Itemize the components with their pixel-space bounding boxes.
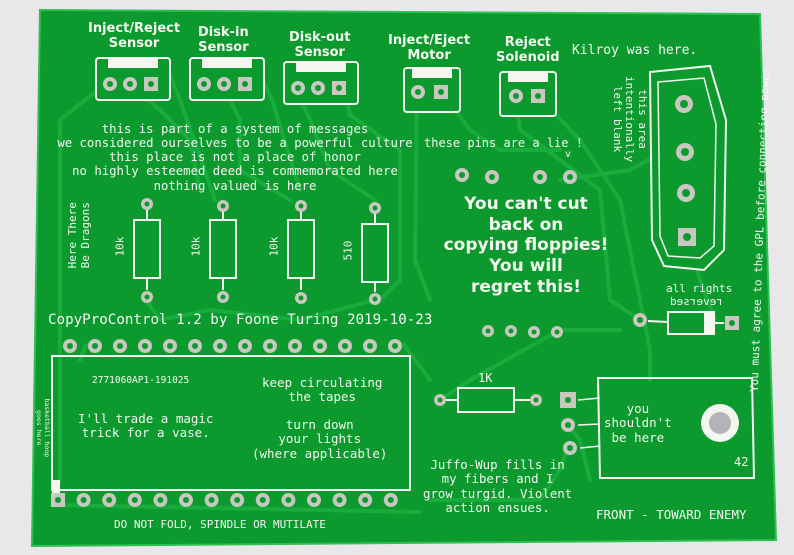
label-area-blank: this area intentionally left blank — [610, 76, 649, 163]
connector-inject-reject — [95, 57, 171, 101]
label-dragons: Here There Be Dragons — [65, 202, 92, 269]
label-kilroy: Kilroy was here. — [572, 43, 698, 58]
pad-hole — [242, 343, 248, 349]
pad-hole — [55, 497, 61, 503]
pad-hole — [362, 497, 369, 503]
power-connector — [648, 64, 728, 272]
label-lights: turn down your lights (where applicable) — [252, 417, 388, 461]
restricted-box — [596, 377, 756, 479]
label-res-2: 10k — [189, 236, 203, 257]
pad-hole — [183, 497, 189, 503]
pad-hole — [80, 497, 87, 503]
label-inject-reject-sensor: Inject/Reject Sensor — [88, 21, 181, 51]
label-disk-out-sensor: Disk-out Sensor — [289, 30, 351, 60]
label-shouldnt: you shouldn't be here — [604, 401, 672, 445]
resistor-1 — [133, 210, 161, 290]
pad-hole — [142, 343, 148, 349]
label-trade: I'll trade a magic trick for a vase. — [78, 411, 214, 441]
pad-hole — [106, 497, 113, 503]
ic-pins-top — [63, 339, 402, 353]
ic-pins-bottom — [51, 493, 398, 507]
pad-hole — [317, 343, 323, 349]
pad-hole — [311, 497, 317, 503]
pad-hole — [157, 497, 164, 503]
pad-hole — [117, 343, 123, 349]
board-title: CopyProControl 1.2 by Foone Turing 2019-… — [48, 312, 433, 328]
floppy-warning: You can't cut back on copying floppies! … — [443, 194, 609, 297]
connector-disk-in — [189, 57, 265, 101]
lie-pins — [455, 168, 577, 184]
pad-hole — [67, 343, 73, 349]
pad-hole — [392, 343, 398, 349]
resistor-pads — [141, 198, 381, 305]
pad-hole — [131, 497, 138, 503]
label-pins-lie: these pins are a lie ! — [424, 136, 583, 150]
label-juffo: Juffo-Wup fills in my fibers and I grow … — [423, 457, 573, 515]
label-res-4: 510 — [341, 240, 355, 261]
pad-hole — [208, 497, 215, 503]
label-1k: 1K — [478, 371, 493, 385]
part-number: 2771060AP1-191025 — [92, 375, 190, 386]
label-basketball: basketball hoop goes here — [35, 398, 51, 458]
connector-solenoid — [499, 71, 557, 117]
label-res-3: 10k — [267, 236, 281, 257]
pad-hole — [234, 497, 241, 503]
pad-hole — [92, 343, 98, 349]
pad-hole — [267, 343, 273, 349]
label-circulating: keep circulating the tapes — [262, 375, 383, 405]
resistor-4 — [361, 212, 389, 292]
label-pins-arrow: v — [565, 149, 572, 160]
pad-hole — [387, 497, 394, 503]
diode — [633, 311, 739, 335]
pad-hole — [342, 343, 348, 349]
label-reversed: reversed — [670, 295, 723, 308]
pad-hole — [217, 343, 223, 349]
pcb-board — [32, 10, 776, 546]
pad-hole — [167, 343, 173, 349]
label-do-not-fold: DO NOT FOLD, SPINDLE OR MUTILATE — [114, 518, 326, 531]
resistor-1k — [434, 387, 542, 413]
message-block: this is part of a system of messages we … — [57, 122, 413, 193]
connector-disk-out — [283, 61, 359, 105]
label-inject-eject-motor: Inject/Eject Motor — [388, 33, 471, 63]
label-all-rights: all rights — [666, 282, 733, 295]
pad-hole — [192, 343, 198, 349]
pad-hole — [336, 497, 343, 503]
label-disk-in-sensor: Disk-in Sensor — [198, 25, 249, 55]
label-front: FRONT - TOWARD ENEMY — [596, 507, 747, 522]
ic-footprint — [51, 339, 411, 507]
label-res-1: 10k — [113, 236, 127, 257]
pcb-edge-highlight — [30, 8, 778, 548]
header-3pin — [560, 392, 601, 455]
pad-hole — [367, 343, 373, 349]
pad-hole — [259, 497, 266, 503]
pad-hole — [292, 343, 298, 349]
unused-pins — [482, 325, 563, 338]
label-42: 42 — [734, 455, 749, 469]
pad-hole — [285, 497, 292, 503]
label-reject-solenoid: Reject Solenoid — [496, 35, 560, 65]
connector-motor — [403, 67, 461, 113]
